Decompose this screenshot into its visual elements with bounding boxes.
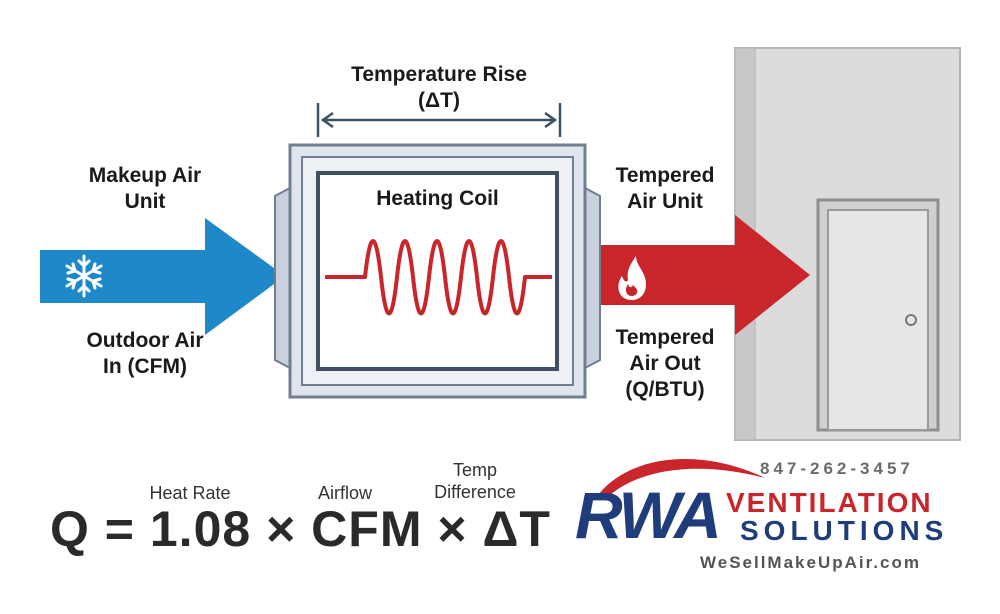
heating-coil-icon xyxy=(325,239,552,316)
temperature-rise-dimension xyxy=(316,103,562,137)
rwa-logo: RWA xyxy=(575,478,722,552)
outdoor-air-label: Outdoor Air In (CFM) xyxy=(86,329,204,378)
heat-rate-formula: Q = 1.08 × CFM × ΔT xyxy=(50,501,551,557)
heat-rate-label: Heat Rate xyxy=(149,483,231,503)
ventilation-wordmark: VENTILATION xyxy=(726,487,933,518)
tempered-air-unit-label: Tempered Air Unit xyxy=(615,164,715,213)
door-icon xyxy=(816,198,940,432)
solutions-wordmark: SOLUTIONS xyxy=(740,515,949,546)
temp-difference-label: Temp Difference xyxy=(434,460,516,502)
makeup-air-unit-label: Makeup Air Unit xyxy=(88,164,202,213)
website-url: WeSellMakeUpAir.com xyxy=(700,553,921,572)
airflow-label: Airflow xyxy=(317,483,372,503)
temperature-rise-label: Temperature Rise (ΔT) xyxy=(351,63,527,112)
phone-number: 847-262-3457 xyxy=(760,459,914,478)
heating-coil-label: Heating Coil xyxy=(376,187,499,210)
cold-airflow-arrow xyxy=(40,218,285,335)
flame-icon xyxy=(618,256,646,300)
tempered-air-out-label: Tempered Air Out (Q/BTU) xyxy=(615,326,715,401)
heating-unit xyxy=(274,143,601,399)
snowflake-icon xyxy=(65,254,103,298)
hot-airflow-arrow xyxy=(600,215,810,335)
logo-swoosh xyxy=(598,459,765,495)
